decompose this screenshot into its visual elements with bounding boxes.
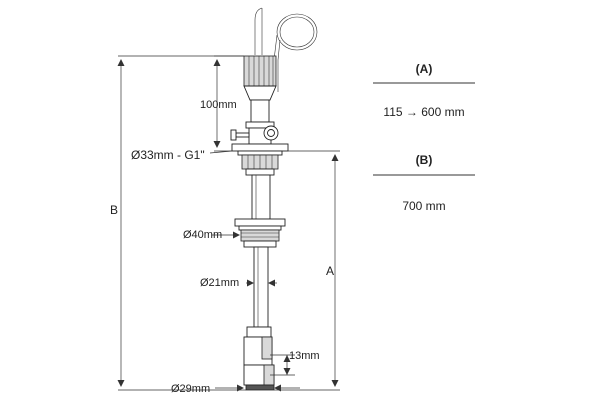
label-b: B bbox=[110, 203, 118, 217]
table-a-value: 115 → 600 mm bbox=[383, 105, 464, 119]
leader-33 bbox=[209, 150, 233, 154]
dimension-a bbox=[274, 150, 340, 391]
dimension-13 bbox=[270, 354, 295, 376]
threaded-cap bbox=[243, 55, 277, 87]
table-a-header: (A) bbox=[416, 62, 433, 76]
label-21: Ø21mm bbox=[200, 277, 239, 289]
sliding-collar bbox=[234, 218, 286, 248]
lower-tube bbox=[253, 246, 269, 328]
label-a: A bbox=[326, 264, 334, 278]
label-13: 13mm bbox=[289, 350, 320, 362]
probe-head bbox=[230, 85, 289, 176]
table-b-header: (B) bbox=[416, 153, 433, 167]
label-40: Ø40mm bbox=[183, 229, 222, 241]
label-29: Ø29mm bbox=[171, 383, 210, 395]
label-33: Ø33mm - G1" bbox=[131, 148, 205, 162]
sensor-housing bbox=[243, 326, 275, 391]
dimension-table: (A) 115 → 600 mm (B) 700 mm bbox=[373, 62, 475, 213]
upper-tube bbox=[251, 174, 271, 220]
label-100: 100mm bbox=[200, 99, 237, 111]
table-b-value: 700 mm bbox=[402, 199, 445, 213]
